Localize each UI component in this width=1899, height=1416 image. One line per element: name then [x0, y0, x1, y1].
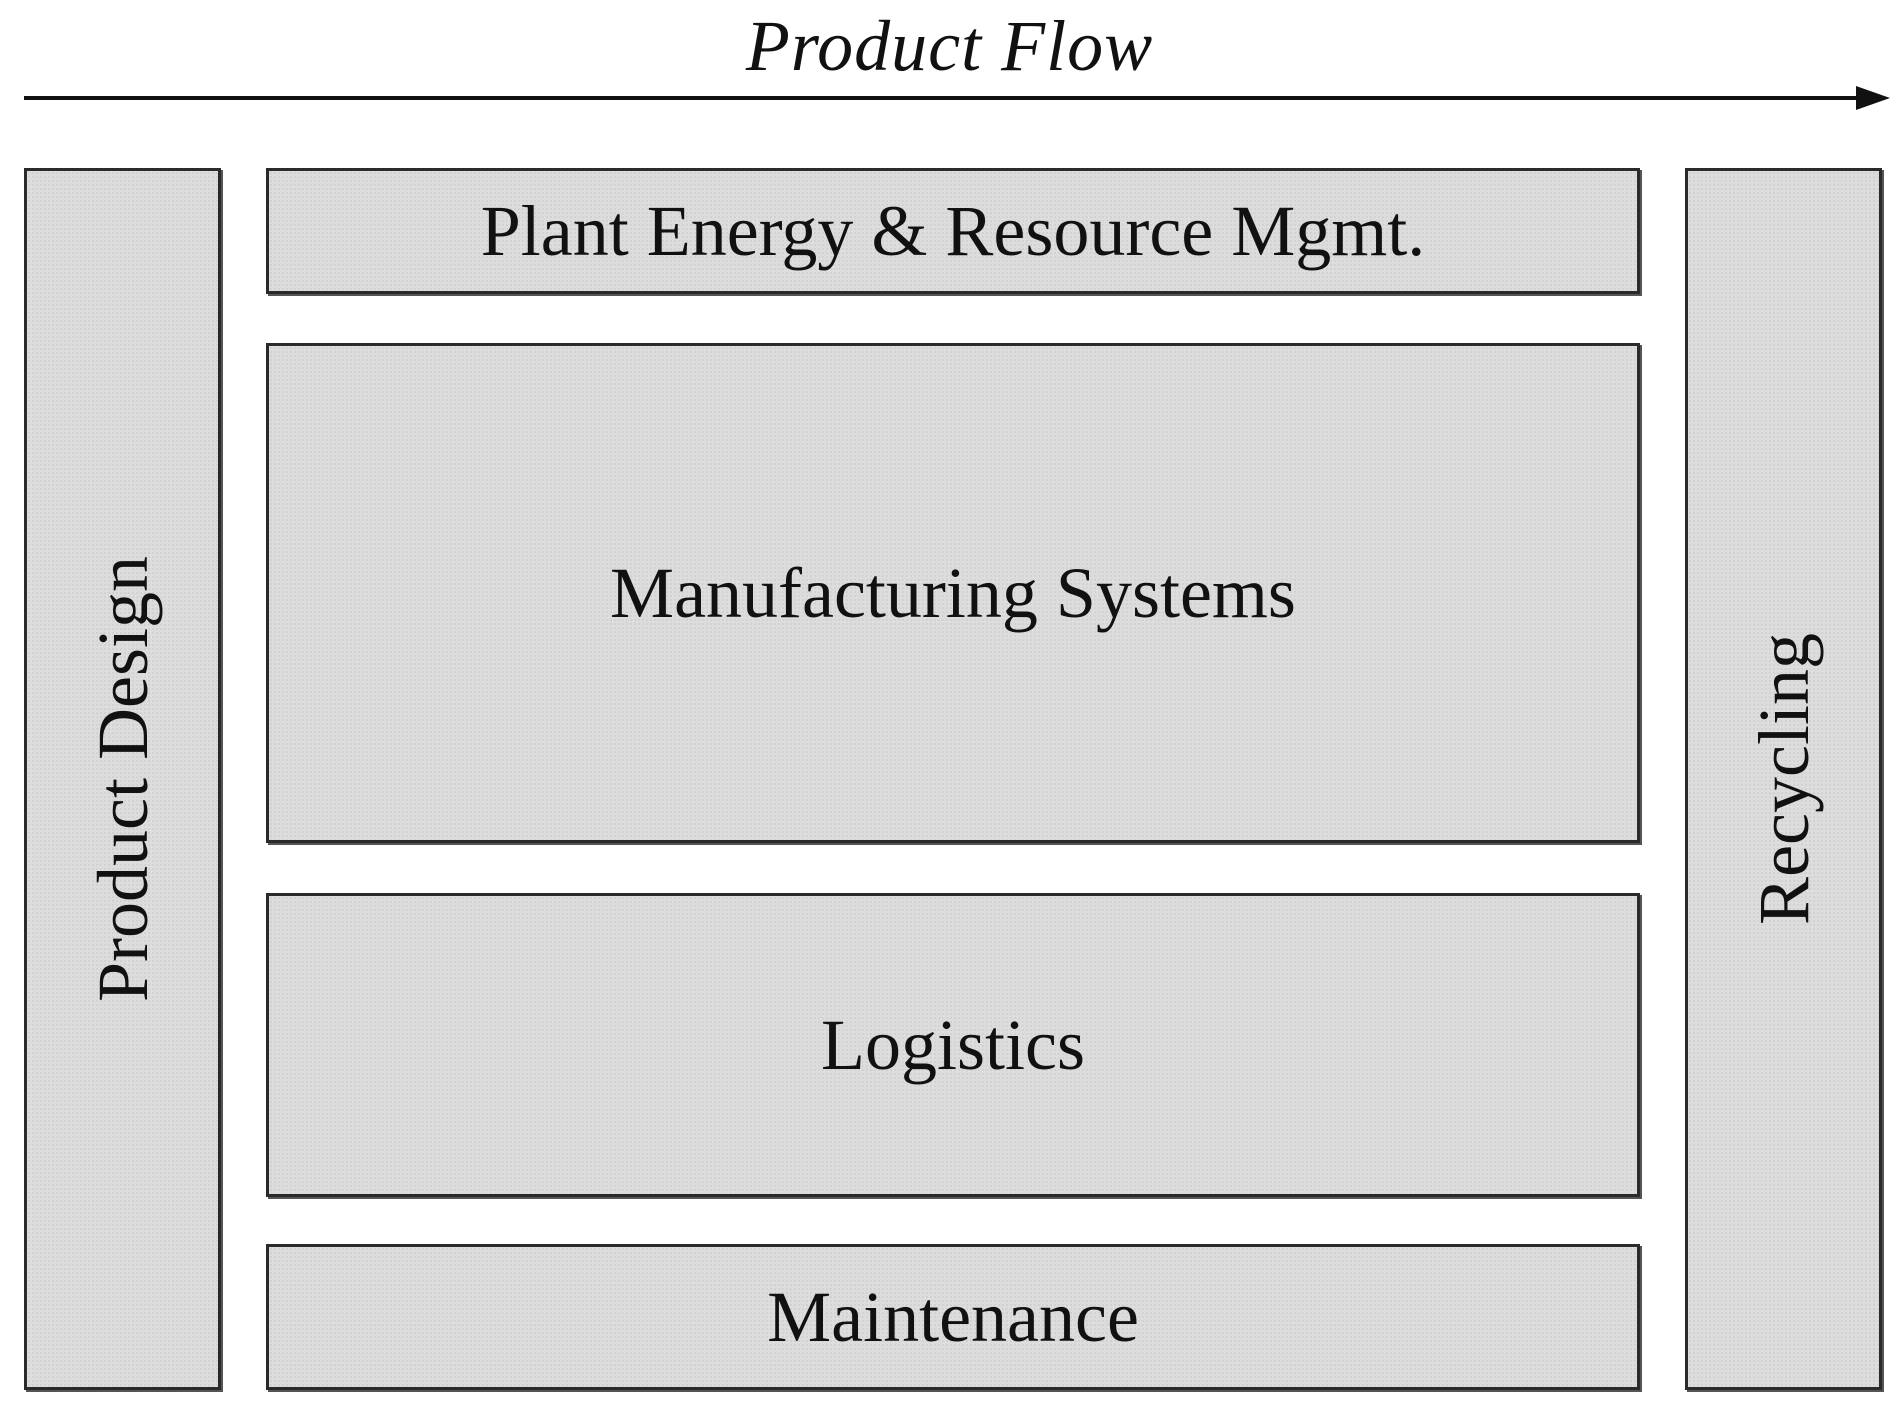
manufacturing-systems-label: Manufacturing Systems	[610, 553, 1296, 633]
product-flow-label: Product Flow	[745, 6, 1154, 86]
product-flow-arrow	[24, 86, 1890, 110]
recycling-box: Recycling	[1685, 168, 1882, 1390]
plant-energy-resource-label: Plant Energy & Resource Mgmt.	[480, 191, 1426, 271]
product-design-label: Product Design	[82, 556, 163, 1002]
product-design-box: Product Design	[24, 168, 221, 1390]
maintenance-box: Maintenance	[266, 1244, 1640, 1390]
logistics-box: Logistics	[266, 893, 1640, 1197]
plant-energy-resource-box: Plant Energy & Resource Mgmt.	[266, 168, 1640, 294]
recycling-label: Recycling	[1743, 633, 1824, 925]
maintenance-label: Maintenance	[767, 1277, 1139, 1357]
manufacturing-systems-box: Manufacturing Systems	[266, 343, 1640, 843]
logistics-label: Logistics	[821, 1005, 1085, 1085]
